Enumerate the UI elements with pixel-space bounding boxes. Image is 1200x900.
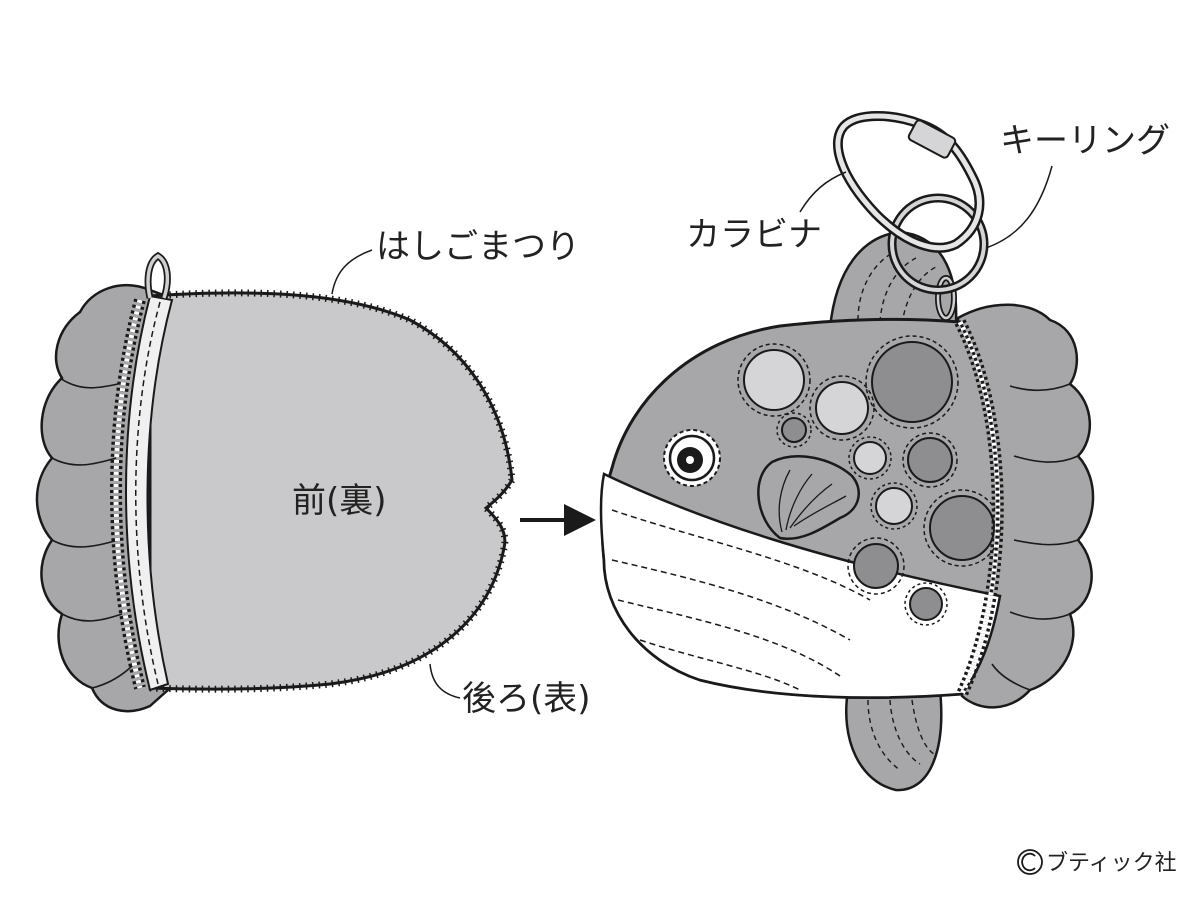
copyright-notice: ブティック社: [1017, 849, 1177, 876]
sunfish-eye: [663, 429, 721, 487]
copyright-icon: [1017, 849, 1043, 875]
key-ring-leader: [985, 165, 1053, 249]
key-ring-label: キーリング: [1000, 121, 1170, 161]
back-label-leader: [429, 663, 461, 699]
ladder-stitch-leader: [331, 249, 373, 295]
carabiner: [832, 111, 985, 253]
left-zipper-tape: [125, 294, 174, 692]
arrow-right-icon: [520, 504, 596, 536]
sunfish-belly: [599, 472, 1002, 699]
ladder-stitch-label: はしごまつり: [376, 227, 580, 267]
carabiner-label: カラビナ: [686, 215, 822, 255]
bottom-anal-fin: [845, 688, 943, 792]
front-wrong-side-label: 前(裏): [292, 481, 387, 521]
right-sunfish-illustration: [599, 111, 1095, 792]
ladder-stitch-edge: [149, 289, 516, 693]
sunfish-spots: [737, 335, 1001, 626]
pectoral-fin: [757, 455, 860, 541]
copyright-text: ブティック社: [1046, 851, 1177, 876]
back-right-side-label: 後ろ(表): [462, 679, 591, 719]
carabiner-leader: [799, 171, 847, 213]
left-pouch-illustration: [35, 251, 516, 713]
